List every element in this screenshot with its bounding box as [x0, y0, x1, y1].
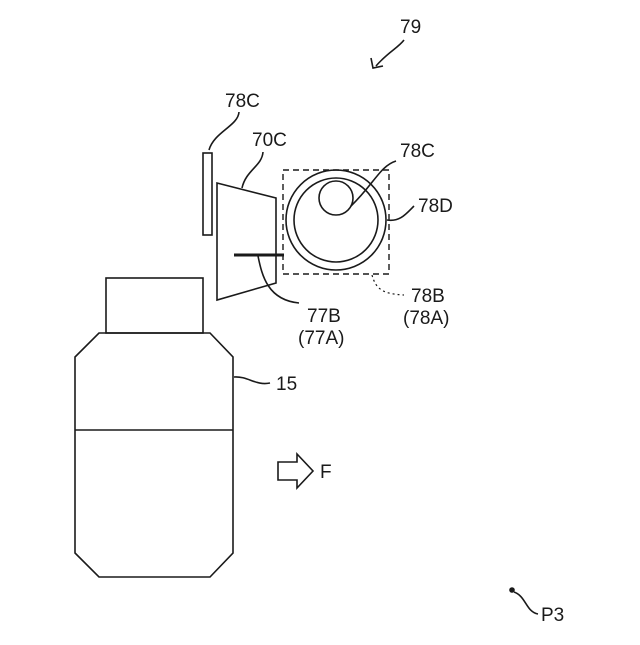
plate-78c	[203, 153, 212, 235]
leader-78b	[372, 275, 404, 295]
point-p3	[509, 587, 515, 593]
leader-15	[234, 377, 270, 384]
label-70c: 70C	[252, 130, 287, 151]
small-circle-78c	[319, 181, 353, 215]
leader-77b	[258, 256, 299, 303]
bottle-body	[75, 333, 233, 577]
label-15: 15	[276, 374, 297, 395]
outer-circle-78d	[286, 170, 386, 270]
leader-70c	[242, 152, 263, 188]
label-77a: (77A)	[298, 328, 344, 349]
bottle-cap	[106, 278, 203, 333]
leader-78c-top	[209, 112, 239, 150]
label-78b: 78B	[411, 286, 445, 307]
label-77b: 77B	[307, 306, 341, 327]
label-f: F	[320, 462, 332, 483]
label-78d: 78D	[418, 196, 453, 217]
label-79: 79	[400, 17, 421, 38]
label-78a: (78A)	[403, 308, 449, 329]
label-78c-right: 78C	[400, 141, 435, 162]
leader-p3	[514, 592, 538, 614]
label-78c-top: 78C	[225, 91, 260, 112]
arrow-79-shaft	[376, 40, 404, 66]
label-p3: P3	[541, 605, 564, 626]
direction-arrow-icon	[278, 454, 313, 488]
leader-78d	[387, 206, 414, 220]
